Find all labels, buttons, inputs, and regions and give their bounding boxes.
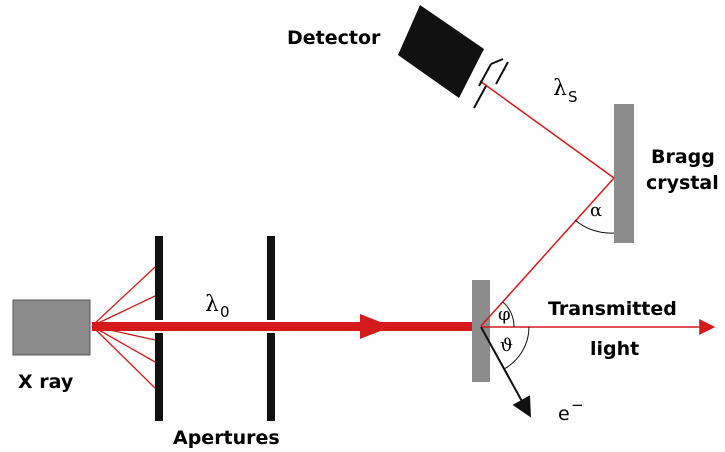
scattered-beam — [480, 177, 615, 327]
aperture-1-bottom — [155, 333, 163, 421]
xray-source — [12, 299, 91, 356]
transmitted-label-line1: Transmitted — [548, 298, 677, 320]
bragg-crystal — [614, 104, 634, 243]
lambdaS-symbol: λ — [553, 76, 567, 101]
aperture-2-top — [267, 236, 275, 320]
lambda0-symbol: λ — [205, 292, 219, 317]
aperture-2-bottom — [267, 333, 275, 421]
reflected-beam — [479, 80, 615, 179]
electron-label: e — [558, 403, 570, 425]
detector-slit-1 — [490, 58, 504, 65]
alpha-symbol: α — [590, 200, 602, 221]
apertures — [155, 236, 275, 421]
detector-label: Detector — [287, 27, 381, 49]
theta-arc — [503, 326, 530, 370]
lambda0-subscript: 0 — [220, 303, 230, 321]
sample — [472, 280, 490, 382]
detector-body — [398, 5, 484, 98]
electron-vector — [480, 326, 531, 418]
lambdaS-subscript: S — [568, 88, 578, 106]
transmitted-label-line2: light — [590, 338, 639, 360]
phi-arc — [502, 301, 515, 328]
phi-symbol: φ — [498, 304, 511, 325]
beam-arrowhead — [360, 314, 392, 339]
detector — [398, 5, 509, 109]
bragg-label-line2: crystal — [646, 172, 719, 194]
theta-symbol: ϑ — [500, 335, 513, 356]
electron-superscript: − — [571, 396, 584, 414]
alpha-arc — [574, 219, 615, 234]
xray-label: X ray — [18, 371, 74, 393]
main-beam — [92, 322, 472, 331]
aperture-1-top — [155, 236, 163, 320]
bragg-label-line1: Bragg — [651, 146, 715, 168]
apertures-label: Apertures — [173, 427, 280, 449]
